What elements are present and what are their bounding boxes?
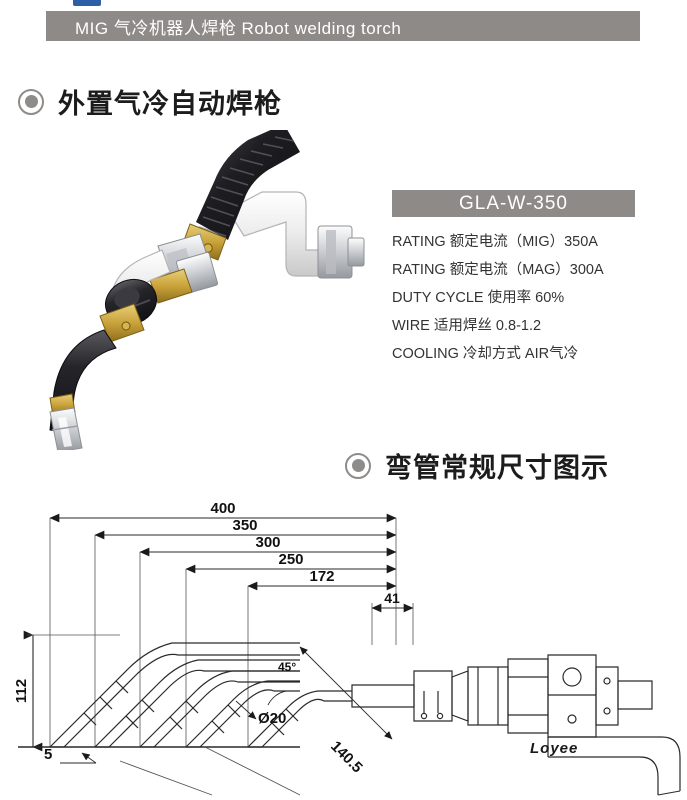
model-number: GLA-W-350 xyxy=(459,192,568,214)
dim-label-350: 350 xyxy=(232,517,257,534)
dim-label-250: 250 xyxy=(278,551,303,568)
model-number-bar: GLA-W-350 xyxy=(392,190,635,217)
brand-logo-fragment xyxy=(73,0,101,6)
spec-list: RATING 额定电流（MIG）350A RATING 额定电流（MAG）300… xyxy=(392,228,672,368)
section-heading-dimensions: 弯管常规尺寸图示 xyxy=(345,446,609,485)
banner-title: MIG 气冷机器人焊枪 Robot welding torch xyxy=(75,18,402,38)
bend-tube-4 xyxy=(185,680,300,748)
valve-knob xyxy=(562,667,582,687)
nozzle xyxy=(49,407,83,450)
mount-bracket xyxy=(227,191,331,277)
annotation-angle-45: 45° xyxy=(278,660,296,674)
dim-label-172: 172 xyxy=(309,568,334,585)
dim-label-41: 41 xyxy=(384,590,400,606)
annotation-diameter-20: Ø20 xyxy=(258,710,286,727)
title-banner: MIG 气冷机器人焊枪 Robot welding torch xyxy=(46,11,640,41)
bullet-ring-icon xyxy=(18,88,44,115)
section-heading-product: 外置气冷自动焊枪 xyxy=(18,82,282,121)
mig-welding-torch-photo xyxy=(0,130,380,450)
bend-tube-2 xyxy=(94,659,300,748)
bend-tube-dimension-drawing: 400 350 300 250 172 41 112 45° Ø20 140.5… xyxy=(0,495,687,800)
annotation-offset-5: 5 xyxy=(44,746,52,763)
end-clamp xyxy=(317,225,365,279)
bend-tube-1 xyxy=(49,642,300,748)
annotation-length-140-5: 140.5 xyxy=(327,738,366,777)
bend-tube-3 xyxy=(139,670,300,748)
spec-cooling: COOLING 冷却方式 AIR气冷 xyxy=(392,346,579,362)
spec-wire: WIRE 适用焊丝 0.8-1.2 xyxy=(392,318,542,334)
dim-label-300: 300 xyxy=(255,534,280,551)
spec-rating-mig: RATING 额定电流（MIG）350A xyxy=(392,234,598,250)
corrugated-conduit xyxy=(196,130,300,240)
dim-line-140-5 xyxy=(119,646,393,796)
drawing-brand-mark: Loyee xyxy=(530,740,578,757)
spec-rating-mag: RATING 额定电流（MAG）300A xyxy=(392,262,604,278)
bullet-ring-icon xyxy=(345,452,371,479)
section-title-product: 外置气冷自动焊枪 xyxy=(58,89,282,120)
angle-arc-45 xyxy=(267,690,287,706)
spec-duty-cycle: DUTY CYCLE 使用率 60% xyxy=(392,290,565,306)
torch-assembly-drawing xyxy=(351,654,681,796)
dim-label-112: 112 xyxy=(13,679,30,703)
dim-label-400: 400 xyxy=(210,500,235,517)
section-title-dimensions: 弯管常规尺寸图示 xyxy=(385,453,609,484)
